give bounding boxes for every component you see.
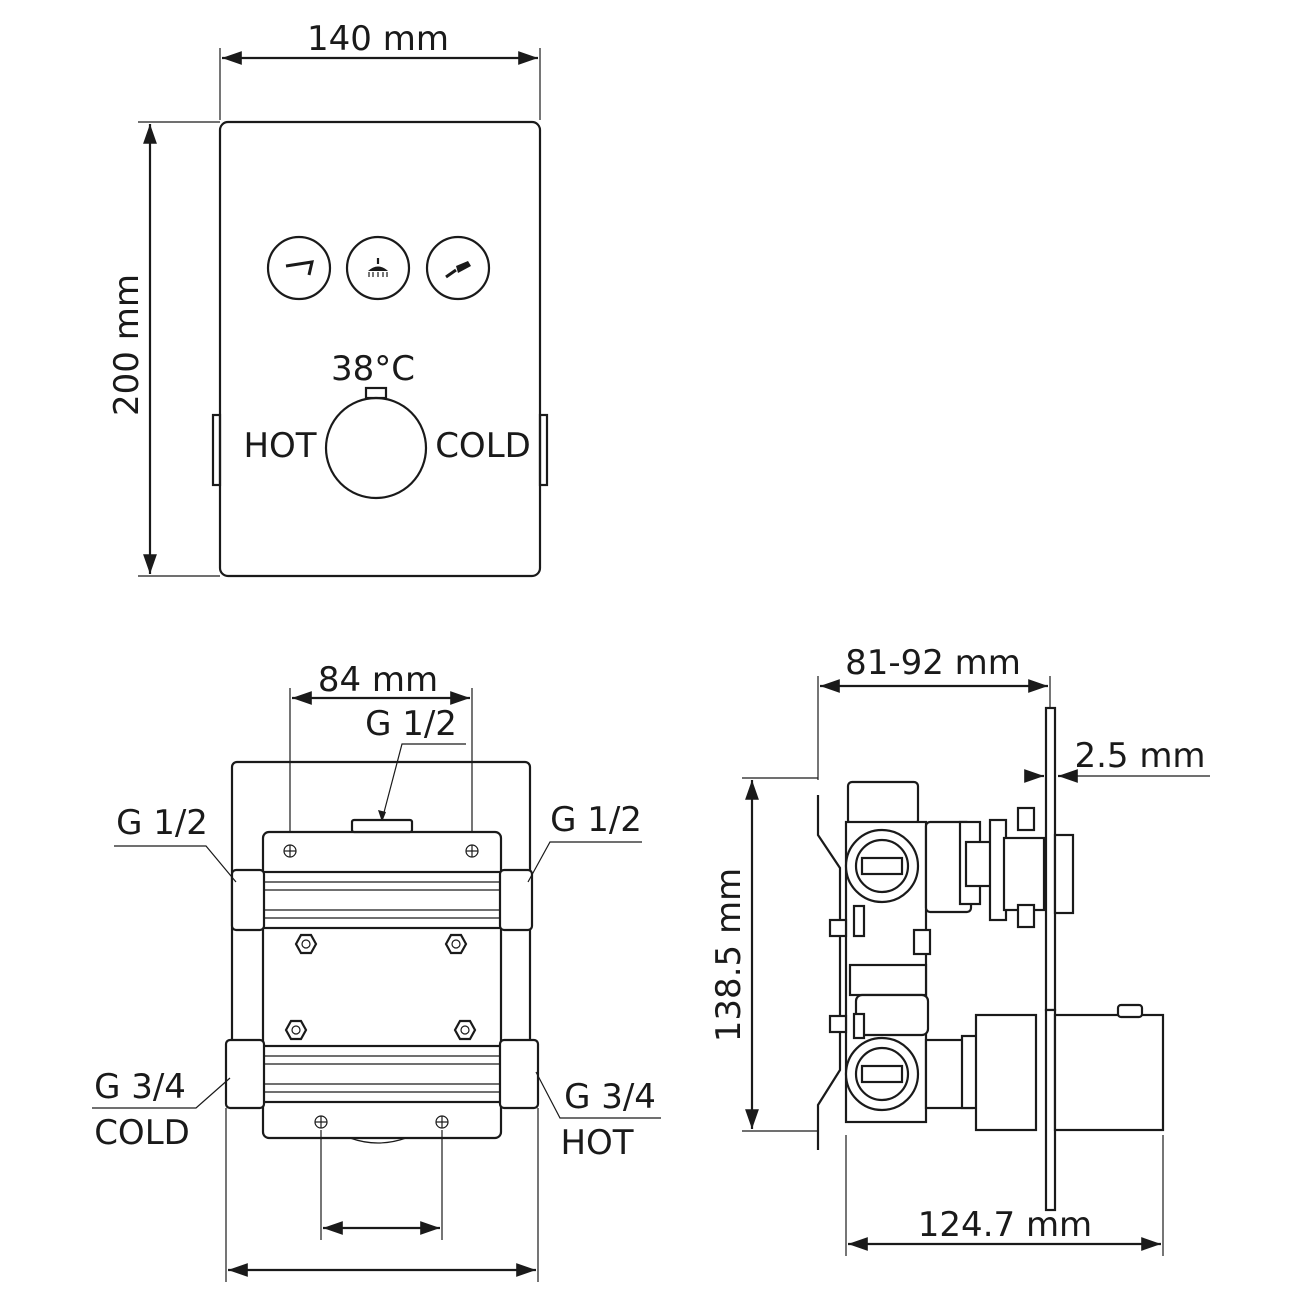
rear-spacing-label: 84 mm <box>318 660 438 700</box>
mounting-hole <box>314 1115 328 1129</box>
front-view: 140 mm 200 mm <box>107 19 549 578</box>
cold-inlet-port <box>224 1038 266 1110</box>
side-depth-label: 81-92 mm <box>845 643 1021 683</box>
rear-view: 84 mm G 1/2 <box>92 660 661 1282</box>
spout-icon <box>285 260 314 276</box>
side-view: 81-92 mm 2.5 mm 138.5 mm <box>709 643 1210 1256</box>
hot-label: HOT <box>243 426 316 466</box>
top-outlet-label: G 1/2 <box>365 704 457 744</box>
right-outlet-label: G 1/2 <box>550 800 642 840</box>
cold-inlet-label: COLD <box>94 1113 190 1153</box>
mounting-hole <box>283 844 297 858</box>
hand-shower-icon <box>445 261 471 279</box>
cold-label: COLD <box>435 426 531 466</box>
front-width-label: 140 mm <box>307 19 449 59</box>
front-panel <box>218 120 542 578</box>
left-outlet-port <box>230 868 266 932</box>
hex-nut <box>444 933 468 955</box>
hot-inlet-label: HOT <box>560 1123 633 1163</box>
overhead-shower-icon <box>368 258 388 277</box>
hot-inlet-port <box>498 1038 540 1110</box>
thermostat-knob-profile <box>1053 1013 1165 1132</box>
overhead-shower-button[interactable] <box>345 235 411 301</box>
cover-plate-profile <box>1044 706 1057 1012</box>
mounting-hole <box>435 1115 449 1129</box>
side-height-label: 138.5 mm <box>709 868 749 1042</box>
right-outlet-port <box>498 868 534 932</box>
mounting-hole <box>465 844 479 858</box>
diverter-stem <box>1053 833 1075 915</box>
thermostat-knob[interactable] <box>324 396 428 500</box>
mounting-bracket <box>816 795 842 1150</box>
left-outlet-label: G 1/2 <box>116 803 208 843</box>
temperature-label: 38°C <box>331 349 415 389</box>
cold-inlet-thread-label: G 3/4 <box>94 1067 186 1107</box>
hex-nut <box>284 1019 308 1041</box>
hot-inlet-thread-label: G 3/4 <box>564 1077 656 1117</box>
front-height-label: 200 mm <box>107 274 147 416</box>
hand-shower-button[interactable] <box>425 235 491 301</box>
side-total-depth-label: 124.7 mm <box>918 1205 1092 1245</box>
plate-thickness-label: 2.5 mm <box>1074 736 1205 776</box>
hex-nut <box>294 933 318 955</box>
spout-button[interactable] <box>266 235 332 301</box>
hex-nut <box>453 1019 477 1041</box>
